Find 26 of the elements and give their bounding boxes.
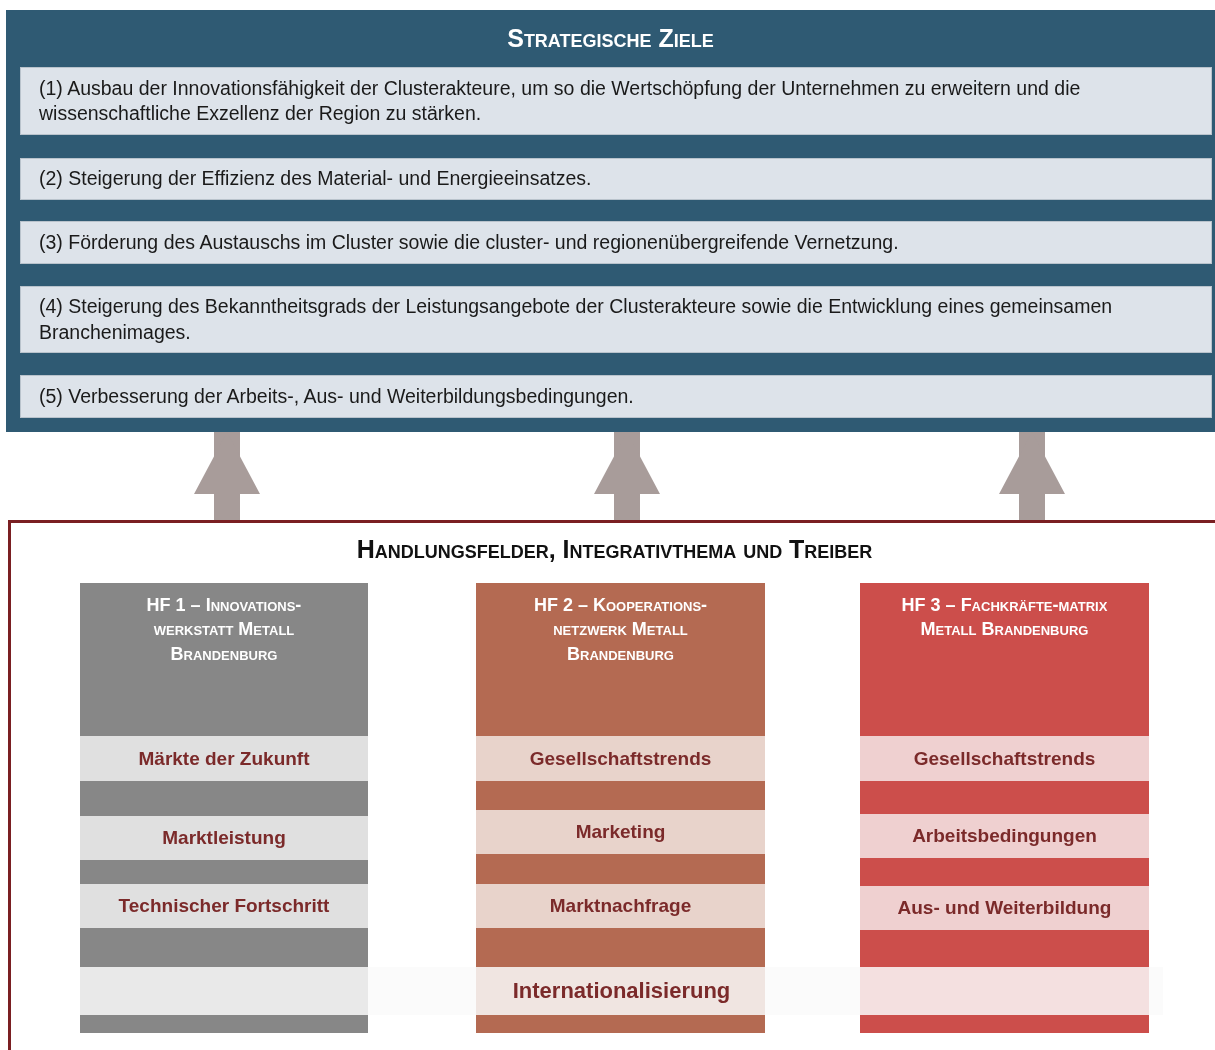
goal-box: (5) Verbesserung der Arbeits-, Aus- und Weiterbildungsbedingungen. [20,375,1212,418]
goal-box: (4) Steigerung des Bekanntheitsgrads der Leistungsangebote der Clusterakteure sowie die Entwicklung eines gemeinsamen Branchenimages. [20,286,1212,353]
goal-box: (2) Steigerung der Effizienz des Material- und Energieeinsatzes. [20,158,1212,200]
driver-box: Marketing [476,810,765,854]
column-heading: HF 3 – Fachkräfte-matrix Metall Brandenburg [900,594,1109,642]
driver-box: Marktleistung [80,816,368,860]
block-arrow [194,432,260,520]
theme-band: Internationalisierung [80,967,1163,1015]
goal-box: (1) Ausbau der Innovationsfähigkeit der Clusterakteure, um so die Wertschöpfung der Unternehmen zu erweitern und die wissenschaftliche Exzellenz der Region zu stärken. [20,67,1212,135]
fields-panel [8,520,1215,1050]
goal-box: (3) Förderung des Austauschs im Cluster sowie die cluster- und regionenübergreifende Vernetzung. [20,221,1212,264]
block-arrow [999,432,1065,520]
driver-box: Märkte der Zukunft [80,736,368,781]
driver-box: Technischer Fortschritt [80,884,368,928]
column-heading: HF 2 – Kooperations-netzwerk Metall Brandenburg [532,594,709,666]
driver-box: Marktnachfrage [476,884,765,928]
panel-heading: Handlungsfelder, Integrativthema und Treiber [355,535,874,564]
driver-box: Aus- und Weiterbildung [860,886,1149,930]
column-heading: HF 1 – Innovations-werkstatt Metall Brandenburg [145,594,303,666]
panel-heading: Strategische Ziele [506,24,715,53]
driver-box: Arbeitsbedingungen [860,814,1149,858]
driver-box: Gesellschaftstrends [476,736,765,781]
column-box [476,583,765,1033]
goals-panel [6,10,1215,432]
block-arrow [594,432,660,520]
driver-box: Gesellschaftstrends [860,736,1149,781]
